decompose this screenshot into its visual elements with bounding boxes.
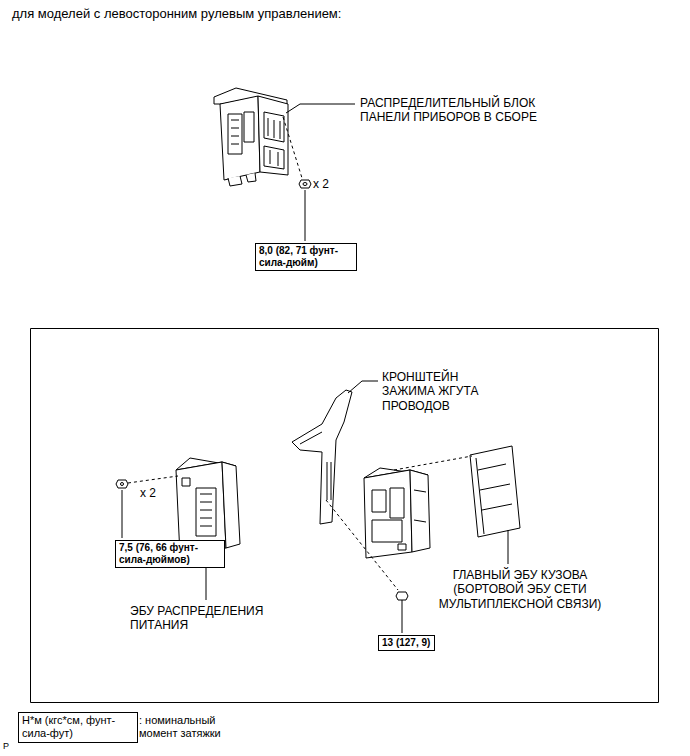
part-name: ГЛАВНЫЙ ЭБУ КУЗОВА (БОРТОВОЙ ЭБУ СЕТИ МУ…	[420, 568, 620, 611]
part-name: РАСПРЕДЕЛИТЕЛЬНЫЙ БЛОК ПАНЕЛИ ПРИБОРОВ В…	[360, 96, 575, 125]
ecu-plate-drawing	[480, 484, 510, 490]
junction-block-drawing	[278, 152, 279, 166]
fastener-symbol	[128, 476, 178, 483]
junction-block-drawing	[244, 112, 254, 142]
fastener-symbol	[326, 500, 398, 590]
fastener-symbol	[394, 456, 472, 470]
leader-line	[286, 104, 355, 113]
torque-box: 7,5 (76, 66 фунт-сила-дюймов)	[115, 540, 225, 568]
junction-block-drawing	[231, 144, 239, 145]
junction-block-drawing	[231, 136, 239, 137]
node-text: 8,0 (82, 71 фунт-сила-дюйм)	[259, 245, 353, 269]
bolt-symbol	[396, 592, 408, 603]
leader-line	[402, 603, 403, 633]
ecu-plate-drawing	[470, 446, 520, 537]
junction-block-drawing	[228, 114, 242, 154]
fastener-symbol	[303, 183, 307, 186]
body-ecu-drawing	[410, 470, 430, 552]
junction-block-drawing	[258, 96, 288, 175]
leader-line	[305, 190, 306, 241]
legend-sample-box: Н*м (кгс*см, фунт-сила-фут)	[18, 712, 138, 743]
bracket-drawing	[331, 462, 332, 500]
bracket-drawing	[327, 462, 328, 500]
part-name: КРОНШТЕЙН ЗАЖИМА ЖГУТА ПРОВОДОВ	[382, 370, 500, 413]
power-ecu-drawing	[222, 462, 240, 548]
title: для моделей с левосторонним рулевым упра…	[12, 6, 341, 22]
power-ecu-drawing	[200, 502, 212, 503]
power-ecu-drawing	[200, 510, 212, 511]
torque-box: 8,0 (82, 71 фунт-сила-дюйм)	[255, 243, 357, 271]
fastener-symbol	[283, 117, 302, 178]
junction-block-drawing	[264, 112, 284, 142]
body-ecu-drawing	[398, 544, 406, 550]
node-text: 13 (127, 9)	[382, 637, 431, 649]
bolt-symbol	[402, 600, 403, 603]
junction-block-drawing	[220, 96, 260, 180]
junction-block-drawing	[231, 128, 239, 129]
quantity: x 2	[140, 486, 156, 500]
fastener-symbol	[116, 480, 128, 488]
leader-line	[508, 530, 509, 564]
fastener-symbol	[283, 117, 311, 188]
ecu-plate-drawing	[476, 458, 484, 534]
body-ecu-drawing	[372, 490, 386, 512]
quantity: x 2	[313, 177, 329, 191]
junction-block-drawing	[274, 120, 275, 138]
leader-line	[348, 381, 378, 393]
bracket-drawing	[292, 390, 352, 524]
power-ecu-drawing	[200, 518, 212, 519]
junction-block-drawing	[214, 88, 288, 186]
fastener-symbol	[299, 180, 311, 188]
legend-text: : номинальный момент затяжки	[139, 714, 249, 740]
leader-line	[122, 490, 123, 538]
body-ecu-drawing	[390, 488, 404, 518]
body-ecu-drawing	[414, 520, 426, 522]
body-ecu-drawing	[414, 490, 426, 492]
fastener-symbol	[326, 456, 472, 590]
part-name: ЭБУ РАСПРЕДЕЛЕНИЯ ПИТАНИЯ	[130, 604, 295, 633]
junction-block-drawing	[231, 120, 239, 121]
node-text: Н*м (кгс*см, фунт-сила-фут)	[22, 714, 134, 740]
bracket-drawing	[300, 432, 322, 444]
bolt-symbol	[396, 592, 408, 600]
junction-block-drawing	[246, 173, 256, 182]
power-ecu-drawing	[200, 526, 212, 527]
torque-box: 13 (127, 9)	[378, 635, 435, 651]
power-ecu-drawing	[200, 494, 212, 495]
leader-line	[286, 104, 355, 241]
ecu-plate-drawing	[470, 446, 520, 537]
body-ecu-drawing	[372, 520, 402, 542]
group-frame	[31, 329, 659, 703]
junction-block-drawing	[228, 176, 242, 186]
ecu-plate-drawing	[482, 504, 512, 510]
body-ecu-drawing	[364, 468, 430, 558]
junction-block-drawing	[280, 121, 281, 139]
junction-block-drawing	[270, 150, 271, 164]
power-ecu-drawing	[196, 488, 216, 536]
leader-line	[348, 381, 378, 393]
illustration	[31, 88, 659, 703]
fastener-symbol	[121, 483, 124, 486]
junction-block-drawing	[264, 146, 284, 169]
ecu-plate-drawing	[478, 464, 506, 470]
figure-code: P	[3, 741, 9, 752]
bracket-drawing	[292, 390, 352, 524]
body-ecu-drawing	[364, 470, 412, 558]
junction-block-drawing	[268, 118, 269, 136]
power-ecu-drawing	[182, 478, 190, 486]
node-text: 7,5 (76, 66 фунт-сила-дюймов)	[119, 542, 221, 566]
